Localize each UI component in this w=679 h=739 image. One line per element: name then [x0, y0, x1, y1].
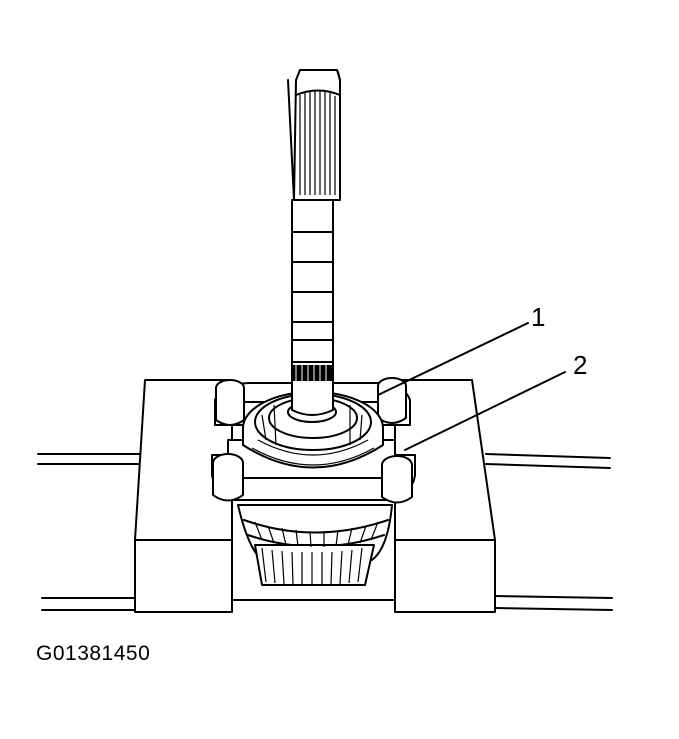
callout-1: 1: [377, 302, 545, 396]
press-rails: [37, 453, 613, 611]
main-shaft: [287, 69, 341, 416]
callout-number-2: 2: [573, 350, 587, 380]
figure-code: G01381450: [36, 642, 151, 665]
callout-2: 2: [404, 350, 587, 451]
gear-cluster: [237, 504, 393, 586]
press-plates: [134, 379, 496, 613]
callout-number-1: 1: [531, 302, 545, 332]
